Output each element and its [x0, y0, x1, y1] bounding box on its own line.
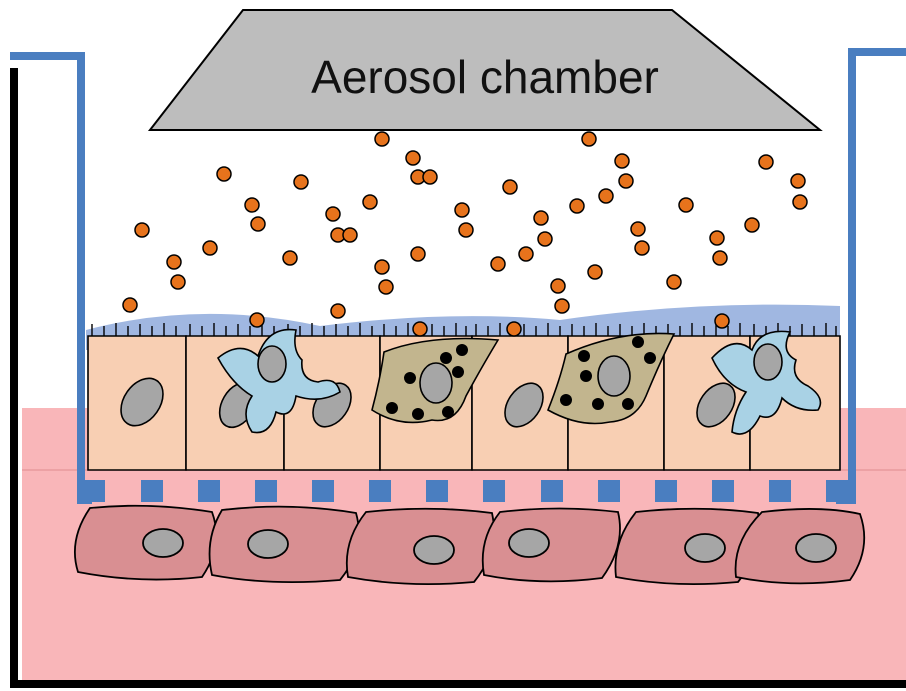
endothelial-cell	[483, 509, 620, 582]
endothelial-cell	[210, 507, 359, 582]
aerosol-chamber-label: Aerosol chamber	[311, 51, 659, 103]
endothelial-cell	[347, 509, 494, 584]
endothelial-cell-layer	[75, 506, 864, 584]
aerosol-particles	[123, 132, 807, 336]
aerosol-chamber: Aerosol chamber	[150, 10, 820, 130]
endothelial-cell	[736, 509, 865, 583]
endothelial-cell	[75, 506, 216, 580]
epithelial-cell	[88, 323, 186, 470]
